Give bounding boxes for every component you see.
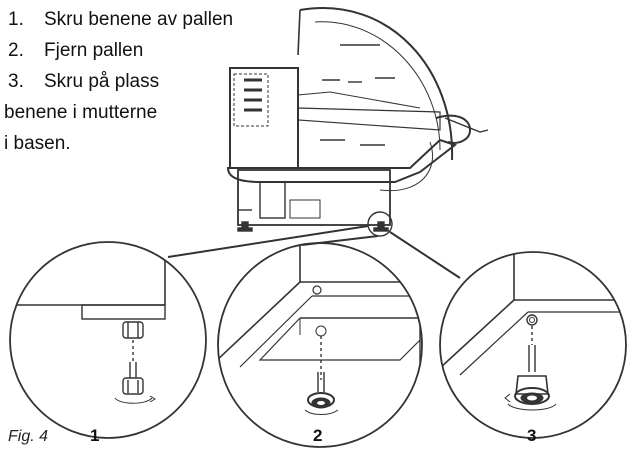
display-cabinet-drawing — [226, 7, 489, 237]
instruction-step-2: 2. Fjern pallen — [8, 39, 143, 63]
figure-label: Fig. 4 — [8, 428, 49, 445]
detail-circle-1 — [9, 241, 207, 439]
detail-circle-2 — [217, 242, 423, 448]
instruction-continuation: i basen. — [4, 133, 71, 154]
instruction-step-3: 3. Skru på plass — [8, 70, 159, 94]
instruction-number: 1. — [8, 9, 24, 30]
detail-circle-3 — [439, 251, 627, 439]
detail-step-label-2: 2 — [313, 426, 323, 445]
detail-step-label-3: 3 — [527, 426, 537, 445]
detail-leader-lines — [167, 225, 461, 279]
instruction-continuation: benene i mutterne — [4, 102, 158, 123]
detail-step-label-1: 1 — [90, 426, 100, 445]
instruction-text: Fjern pallen — [44, 40, 144, 61]
instruction-step-1: 1. Skru benene av pallen — [8, 8, 233, 32]
instruction-number: 3. — [8, 71, 24, 92]
instruction-text: Skru benene av pallen — [44, 9, 234, 30]
instruction-text: Skru på plass — [44, 71, 160, 92]
instruction-number: 2. — [8, 40, 24, 61]
